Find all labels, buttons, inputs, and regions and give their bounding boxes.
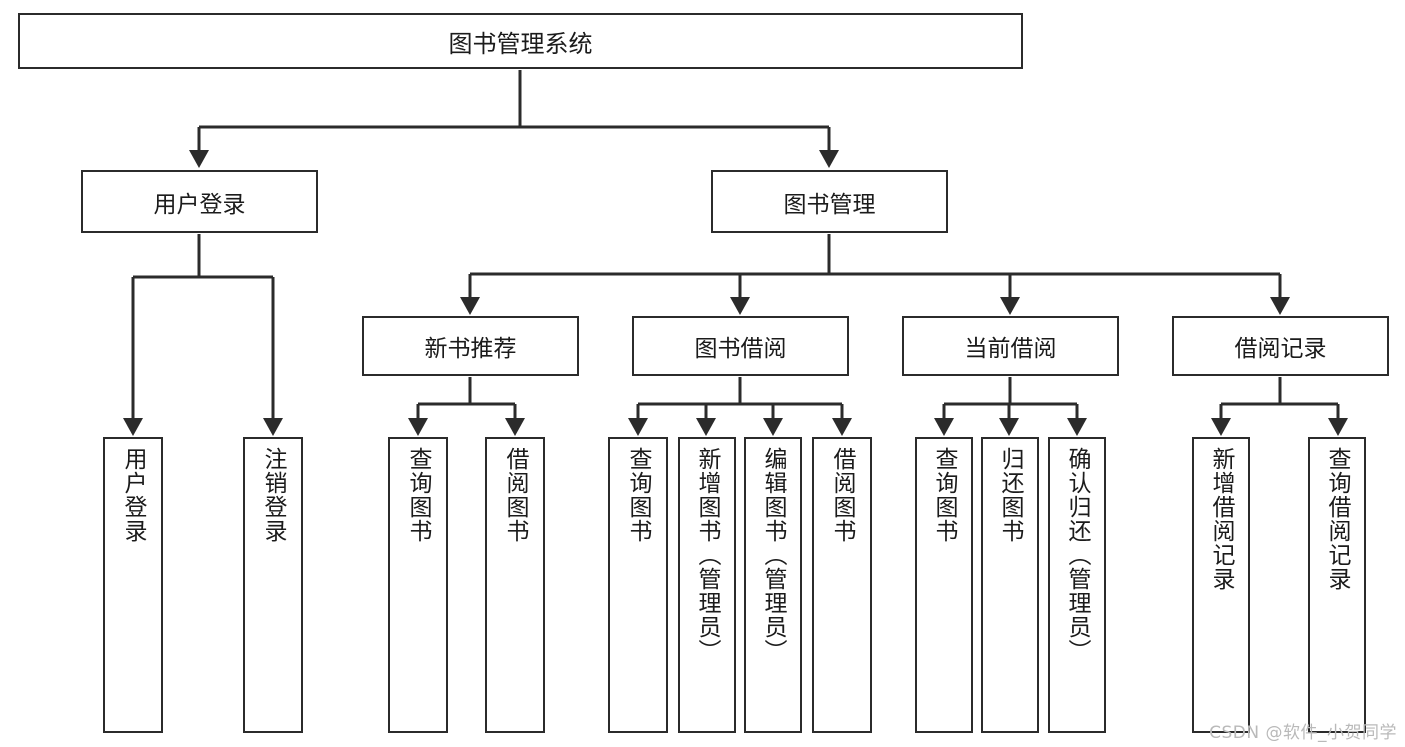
leaf-borrow-book[interactable]: 借阅图书 bbox=[812, 437, 872, 733]
leaf-logout[interactable]: 注销登录 bbox=[243, 437, 303, 733]
leaf-label: 归还图书 bbox=[997, 447, 1024, 543]
node-label: 借阅记录 bbox=[1234, 336, 1327, 362]
leaf-label: 借阅图书 bbox=[829, 447, 856, 543]
node-label: 当前借阅 bbox=[964, 336, 1057, 362]
node-label: 图书管理系统 bbox=[448, 29, 593, 58]
node-book-borrow[interactable]: 图书借阅 bbox=[632, 316, 849, 376]
leaf-label: 查询图书 bbox=[405, 447, 432, 543]
leaf-query-book-borrow[interactable]: 查询图书 bbox=[608, 437, 668, 733]
node-borrow-record[interactable]: 借阅记录 bbox=[1172, 316, 1389, 376]
leaf-label: 借阅图书 bbox=[502, 447, 529, 543]
leaf-label: 用户登录 bbox=[120, 447, 147, 543]
leaf-label: 新增借阅记录 bbox=[1208, 447, 1235, 591]
leaf-borrow-book-recommend[interactable]: 借阅图书 bbox=[485, 437, 545, 733]
leaf-query-book-current[interactable]: 查询图书 bbox=[915, 437, 973, 733]
csdn-watermark: CSDN @软件_小贺同学 bbox=[1209, 723, 1397, 743]
leaf-add-borrow-record[interactable]: 新增借阅记录 bbox=[1192, 437, 1250, 733]
node-new-book-recommend[interactable]: 新书推荐 bbox=[362, 316, 579, 376]
node-label: 用户登录 bbox=[153, 191, 246, 218]
node-label: 新书推荐 bbox=[424, 336, 517, 362]
leaf-return-book[interactable]: 归还图书 bbox=[981, 437, 1039, 733]
node-label: 图书借阅 bbox=[694, 336, 787, 362]
node-user-login[interactable]: 用户登录 bbox=[81, 170, 318, 233]
node-label: 图书管理 bbox=[783, 191, 876, 218]
leaf-label: 编辑图书（管理员） bbox=[760, 447, 787, 663]
leaf-label: 新增图书（管理员） bbox=[694, 447, 721, 663]
node-root-book-management-system[interactable]: 图书管理系统 bbox=[18, 13, 1023, 69]
leaf-label: 查询借阅记录 bbox=[1324, 447, 1351, 591]
leaf-confirm-return-admin[interactable]: 确认归还（管理员） bbox=[1048, 437, 1106, 733]
leaf-label: 查询图书 bbox=[931, 447, 958, 543]
leaf-edit-book-admin[interactable]: 编辑图书（管理员） bbox=[744, 437, 802, 733]
leaf-label: 确认归还（管理员） bbox=[1064, 447, 1091, 663]
node-book-management[interactable]: 图书管理 bbox=[711, 170, 948, 233]
leaf-query-borrow-record[interactable]: 查询借阅记录 bbox=[1308, 437, 1366, 733]
leaf-add-book-admin[interactable]: 新增图书（管理员） bbox=[678, 437, 736, 733]
node-current-borrow[interactable]: 当前借阅 bbox=[902, 316, 1119, 376]
leaf-label: 查询图书 bbox=[625, 447, 652, 543]
leaf-query-book-recommend[interactable]: 查询图书 bbox=[388, 437, 448, 733]
leaf-user-login[interactable]: 用户登录 bbox=[103, 437, 163, 733]
leaf-label: 注销登录 bbox=[260, 447, 287, 543]
